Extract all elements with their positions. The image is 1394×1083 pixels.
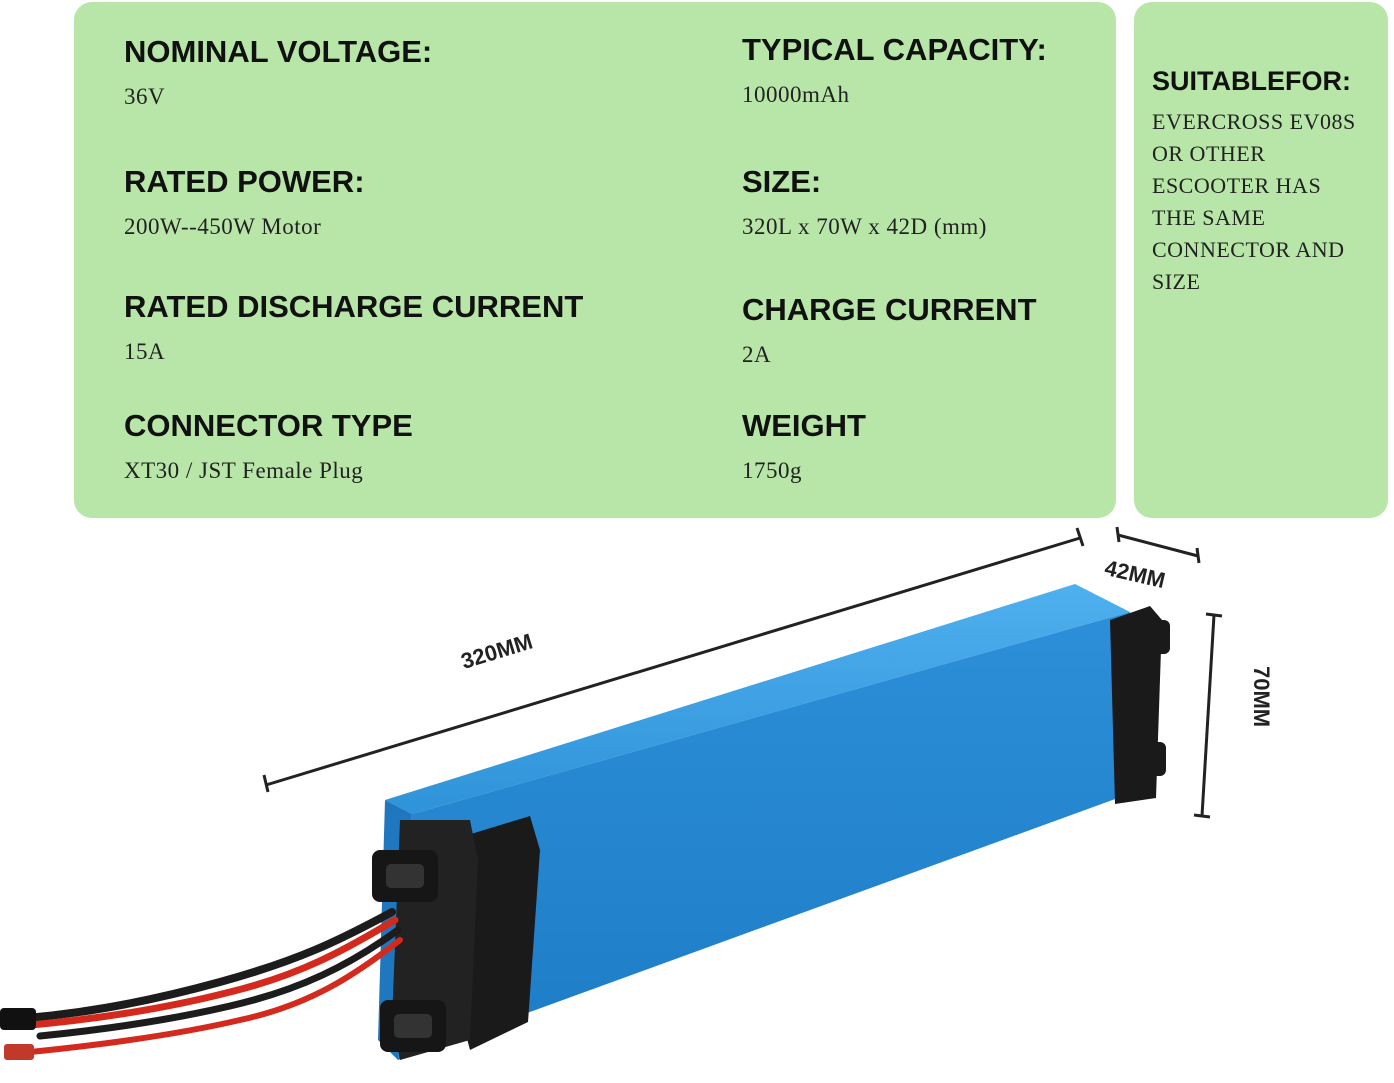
left-end-cap	[372, 816, 540, 1060]
spec-label: CHARGE CURRENT	[742, 292, 1037, 327]
spec-value: 1750g	[742, 458, 802, 483]
spec-typical-capacity: TYPICAL CAPACITY: 10000mAh	[742, 32, 1047, 108]
spec-label: RATED POWER:	[124, 164, 365, 199]
spec-label: SIZE:	[742, 164, 822, 199]
spec-connector-type: CONNECTOR TYPE XT30 / JST Female Plug	[124, 408, 413, 484]
battery-wires	[0, 908, 403, 1060]
spec-value: 10000mAh	[742, 82, 850, 107]
spec-label: TYPICAL CAPACITY:	[742, 32, 1047, 67]
depth-dimension-line	[1115, 526, 1201, 564]
battery-illustration	[0, 526, 1223, 1060]
spec-label: NOMINAL VOLTAGE:	[124, 34, 433, 69]
suitable-for-line: ESCOOTER HAS	[1152, 173, 1322, 198]
suitable-for-line: THE SAME	[1152, 205, 1266, 230]
spec-value: XT30 / JST Female Plug	[124, 458, 364, 483]
spec-value: 2A	[742, 342, 772, 367]
spec-nominal-voltage: NOMINAL VOLTAGE: 36V	[124, 34, 432, 110]
spec-charge-current: CHARGE CURRENT 2A	[742, 292, 1037, 368]
spec-rated-power: RATED POWER: 200W--450W Motor	[124, 164, 365, 240]
suitable-for-line: EVERCROSS EV08S	[1152, 109, 1356, 134]
spec-label: RATED DISCHARGE CURRENT	[124, 289, 584, 324]
suitable-for-title: SUITABLEFOR:	[1152, 66, 1351, 96]
height-dimension-line	[1193, 612, 1223, 819]
right-end-cap	[1110, 606, 1170, 804]
battery-front-face	[398, 612, 1130, 1060]
spec-value: 36V	[124, 84, 166, 109]
spec-size: SIZE: 320L x 70W x 42D (mm)	[742, 164, 987, 240]
height-label: 70MM	[1249, 666, 1274, 728]
spec-rated-discharge-current: RATED DISCHARGE CURRENT 15A	[124, 289, 583, 365]
suitable-for-list: EVERCROSS EV08S OR OTHER ESCOOTER HAS TH…	[1152, 106, 1388, 298]
spec-label: CONNECTOR TYPE	[124, 408, 413, 443]
suitable-for-line: SIZE	[1152, 269, 1201, 294]
spec-label: WEIGHT	[742, 408, 866, 443]
spec-weight: WEIGHT 1750g	[742, 408, 866, 484]
suitable-for-panel: SUITABLEFOR: EVERCROSS EV08S OR OTHER ES…	[1134, 2, 1388, 518]
spec-value: 320L x 70W x 42D (mm)	[742, 214, 987, 239]
battery-top-face	[385, 584, 1130, 814]
spec-value: 15A	[124, 339, 166, 364]
spec-value: 200W--450W Motor	[124, 214, 322, 239]
length-dimension-line	[262, 527, 1085, 793]
specs-panel: NOMINAL VOLTAGE: 36V TYPICAL CAPACITY: 1…	[74, 2, 1116, 518]
suitable-for-line: OR OTHER	[1152, 141, 1266, 166]
suitable-for-line: CONNECTOR AND	[1152, 237, 1345, 262]
